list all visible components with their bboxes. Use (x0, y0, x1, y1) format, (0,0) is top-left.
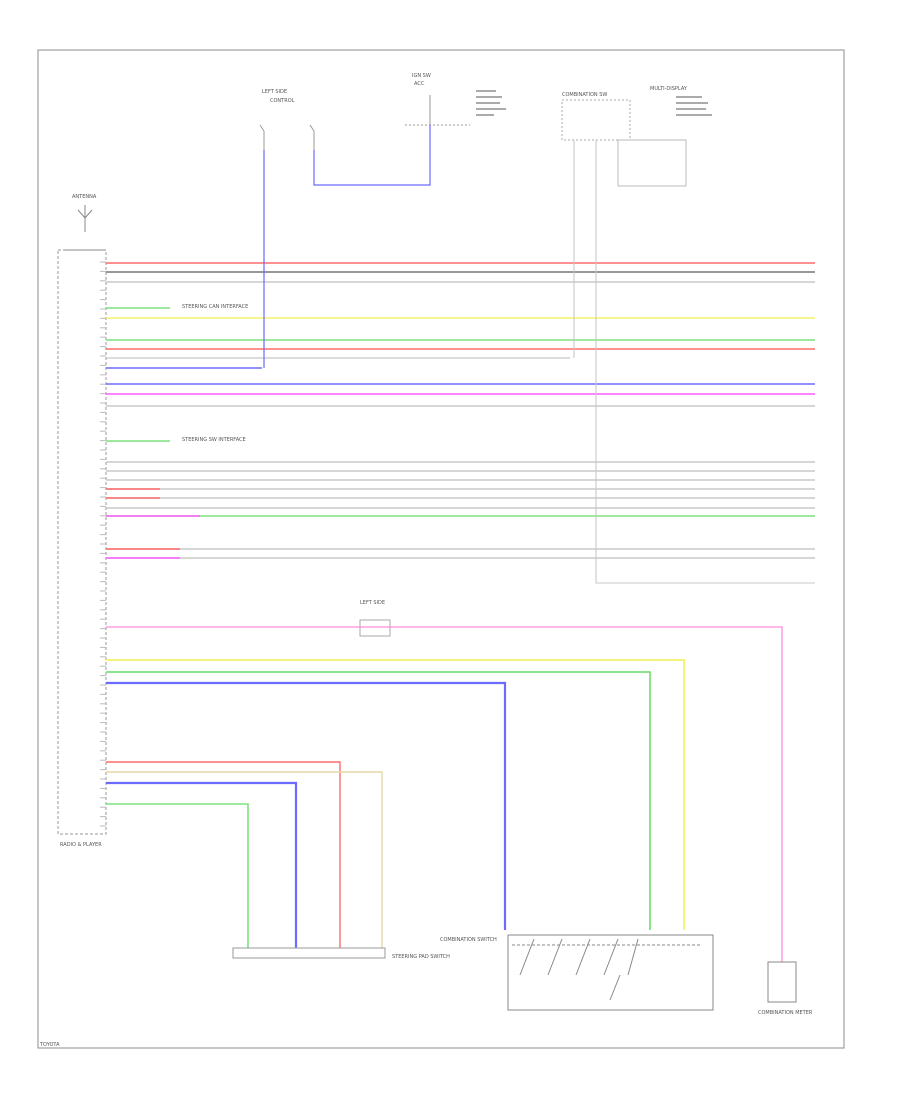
wire-vertical (313, 125, 431, 186)
comb-switch-top-box (561, 99, 631, 141)
steering-pad-label: STEERING PAD SWITCH (392, 954, 450, 960)
unit-pin-ticks (100, 261, 106, 827)
ign-switch-notes (476, 90, 506, 116)
steering-sw-label: STEERING SW INTERFACE (182, 437, 246, 443)
wire-layer (106, 125, 815, 962)
top-switch-sublabel: CONTROL (270, 98, 295, 104)
ign-switch-label: IGN SW (412, 73, 431, 79)
steering-pad-connector (232, 947, 386, 959)
ign-switch-sublabel: ACC (414, 81, 425, 87)
display-top-box (617, 139, 687, 187)
antenna-label: ANTENNA (72, 194, 97, 200)
wire-pad (106, 781, 298, 948)
antenna-symbol (77, 205, 93, 232)
radio-unit-label: RADIO & PLAYER (60, 842, 102, 848)
combination-switch-label: COMBINATION SWITCH (440, 937, 497, 943)
top-switch-label: LEFT SIDE (262, 89, 287, 95)
display-top-label: MULTI-DISPLAY (650, 86, 688, 92)
diagram-border (37, 49, 845, 1049)
wire-meter (106, 626, 783, 962)
top-switch-symbol (259, 124, 315, 150)
center-connector-box (359, 619, 391, 637)
comb-switch-top-label: COMBINATION SW (562, 92, 607, 98)
wire-pad (106, 803, 249, 948)
center-connector-label: LEFT SIDE (360, 600, 385, 606)
wire-pad (106, 761, 341, 948)
radio-unit-box (57, 249, 107, 835)
corner-mark: TOYOTA (39, 1042, 60, 1048)
combination-meter-box (767, 961, 797, 1003)
combination-meter-label: COMBINATION METER (758, 1010, 813, 1016)
wire-switch (106, 671, 651, 930)
wire-switch (106, 681, 507, 930)
display-top-notes (676, 96, 712, 116)
ign-switch-symbol (405, 95, 470, 126)
combination-switch-symbol (507, 934, 714, 1011)
wire-switch (106, 659, 685, 930)
steering-can-label: STEERING CAN INTERFACE (182, 304, 248, 310)
wire-vertical (595, 140, 815, 584)
wire-pad (106, 771, 383, 948)
